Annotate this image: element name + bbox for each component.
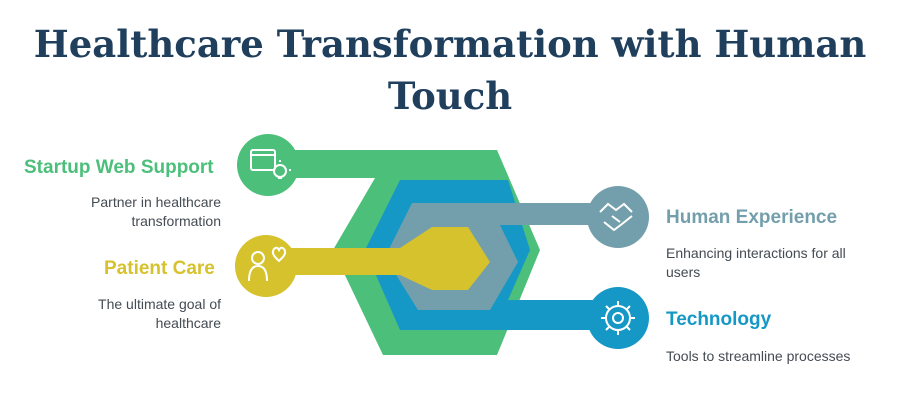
- gear-icon: [587, 287, 649, 349]
- human-experience-description: Enhancing interactions for all users: [666, 244, 886, 282]
- patient-care-description-line-1: The ultimate goal of: [98, 296, 221, 312]
- page-title: Healthcare Transformation with Human Tou…: [0, 18, 900, 122]
- patient-care-path: [269, 227, 490, 290]
- web-browser-lightbulb-icon: [237, 134, 299, 196]
- technology-label: Technology: [666, 309, 772, 330]
- human-experience-description-line-1: Enhancing interactions for all: [666, 245, 846, 261]
- patient-care-label: Patient Care: [104, 258, 215, 279]
- startup-web-support-label: Startup Web Support: [24, 157, 214, 178]
- page-title-line-2: Touch: [387, 74, 513, 118]
- patient-care-description: The ultimate goal of healthcare: [40, 295, 221, 333]
- page-title-line-1: Healthcare Transformation with Human: [33, 22, 867, 66]
- technology-description-line-1: Tools to streamline processes: [666, 348, 851, 364]
- startup-web-support-description-line-1: Partner in healthcare: [91, 194, 221, 210]
- human-experience-description-line-2: users: [666, 264, 701, 280]
- patient-care-description-line-2: healthcare: [155, 315, 221, 331]
- startup-web-support-description: Partner in healthcare transformation: [40, 193, 221, 231]
- patient-heart-icon: [235, 235, 297, 297]
- startup-web-support-description-line-2: transformation: [131, 213, 221, 229]
- human-experience-label: Human Experience: [666, 207, 838, 228]
- technology-description: Tools to streamline processes: [666, 347, 886, 366]
- handshake-icon: [587, 186, 649, 248]
